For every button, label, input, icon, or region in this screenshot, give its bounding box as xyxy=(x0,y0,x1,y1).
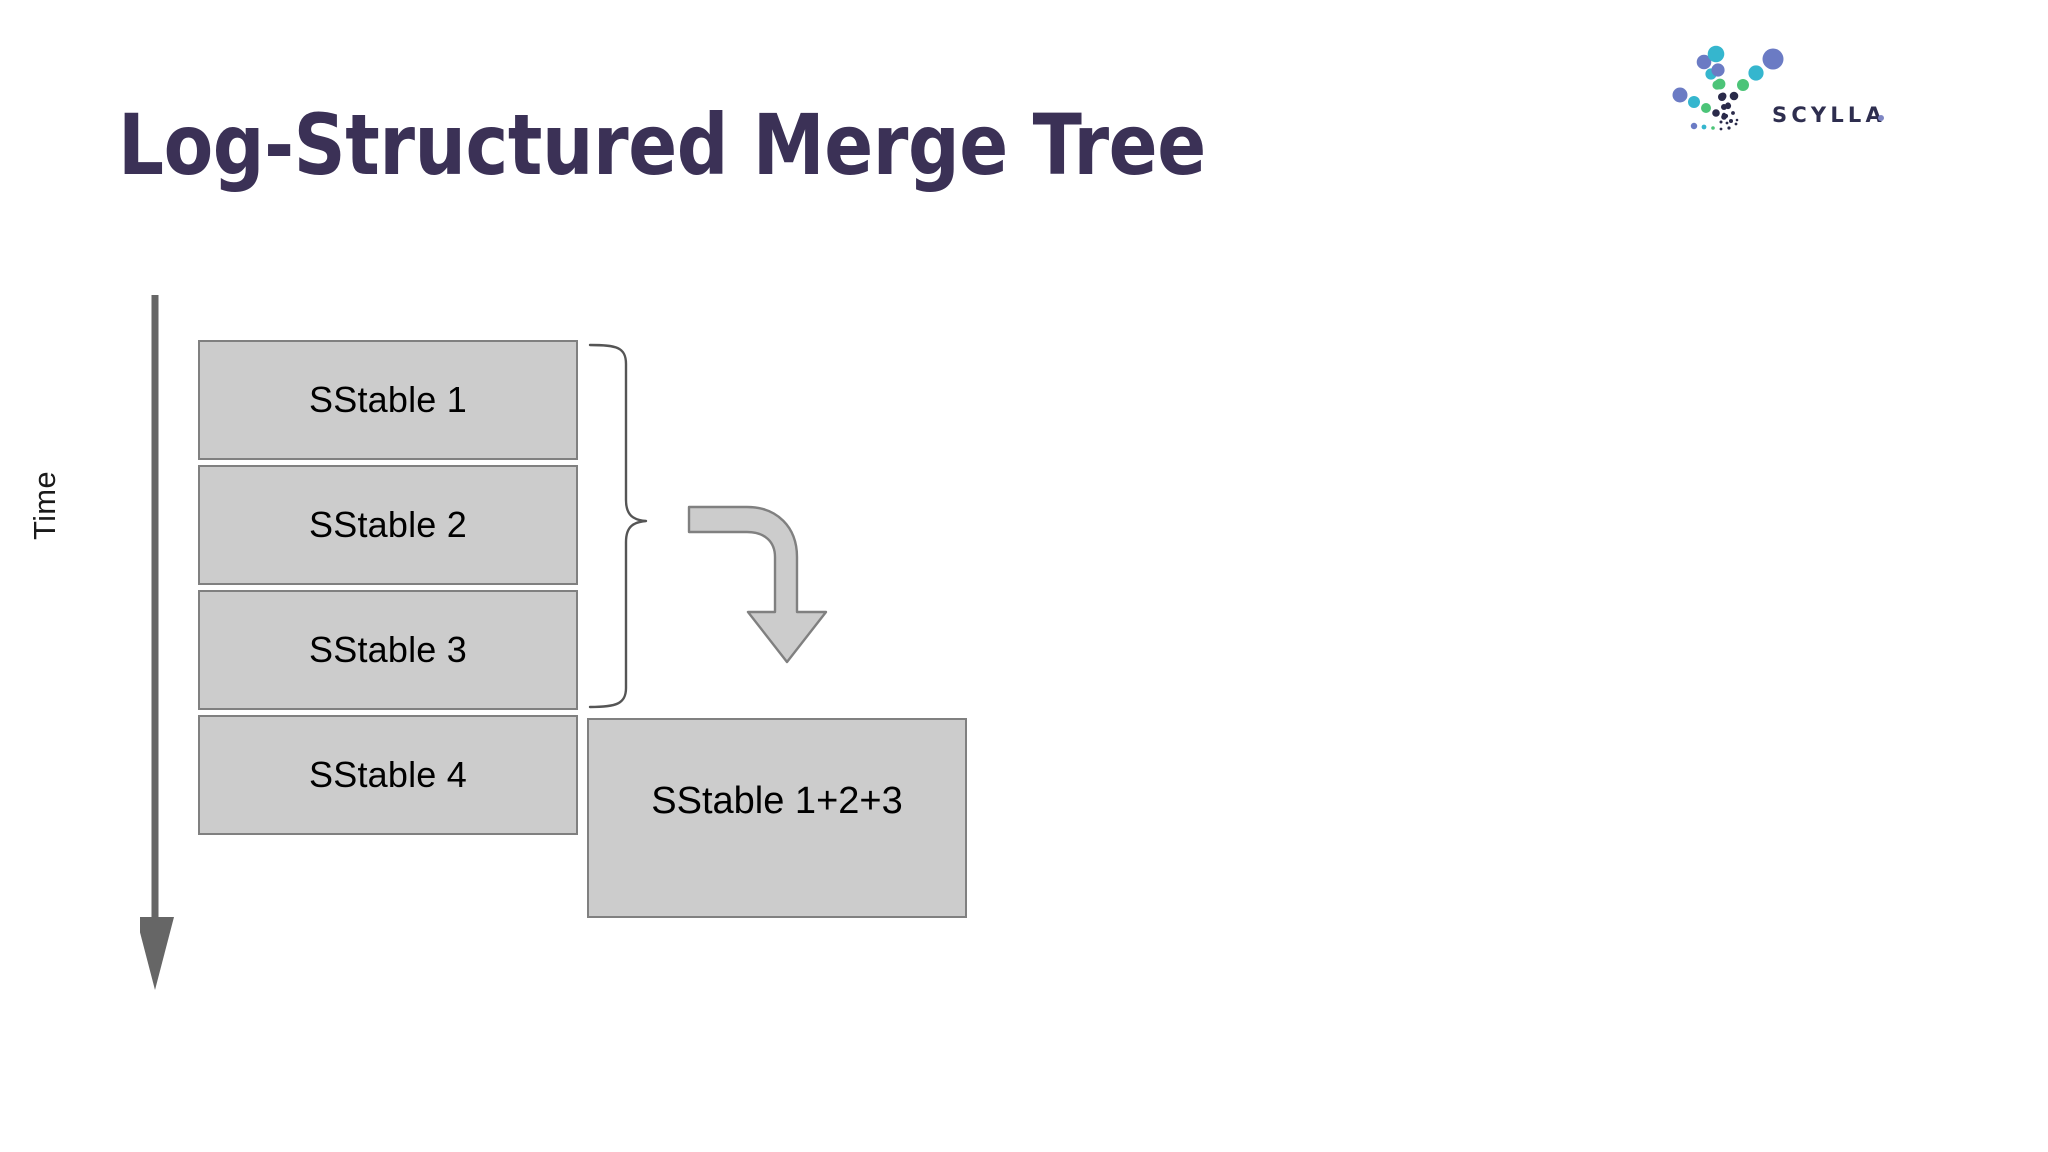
logo-wordmark: SCYLLA xyxy=(1772,103,1886,127)
sstable-label: SStable 4 xyxy=(309,754,467,795)
merged-sstable-label: SStable 1+2+3 xyxy=(651,780,903,822)
time-axis-label: Time xyxy=(27,471,62,540)
sstable-box-4: SStable 4 xyxy=(198,715,578,835)
scylla-logo: SCYLLA xyxy=(1655,40,1905,140)
sstable-label: SStable 3 xyxy=(309,629,467,670)
sstable-label: SStable 1 xyxy=(309,379,467,420)
merged-sstable-box: SStable 1+2+3 xyxy=(587,718,967,918)
sstable-box-2: SStable 2 xyxy=(198,465,578,585)
logo-trailing-dot xyxy=(1878,115,1884,121)
sstable-label: SStable 2 xyxy=(309,504,467,545)
merge-flow-arrow xyxy=(685,490,885,670)
logo-dot-burst xyxy=(1672,45,1784,131)
grouping-brace xyxy=(588,330,688,730)
page-title: Log-Structured Merge Tree xyxy=(118,96,1206,194)
sstable-box-1: SStable 1 xyxy=(198,340,578,460)
time-axis-arrow xyxy=(140,295,200,995)
sstable-box-3: SStable 3 xyxy=(198,590,578,710)
